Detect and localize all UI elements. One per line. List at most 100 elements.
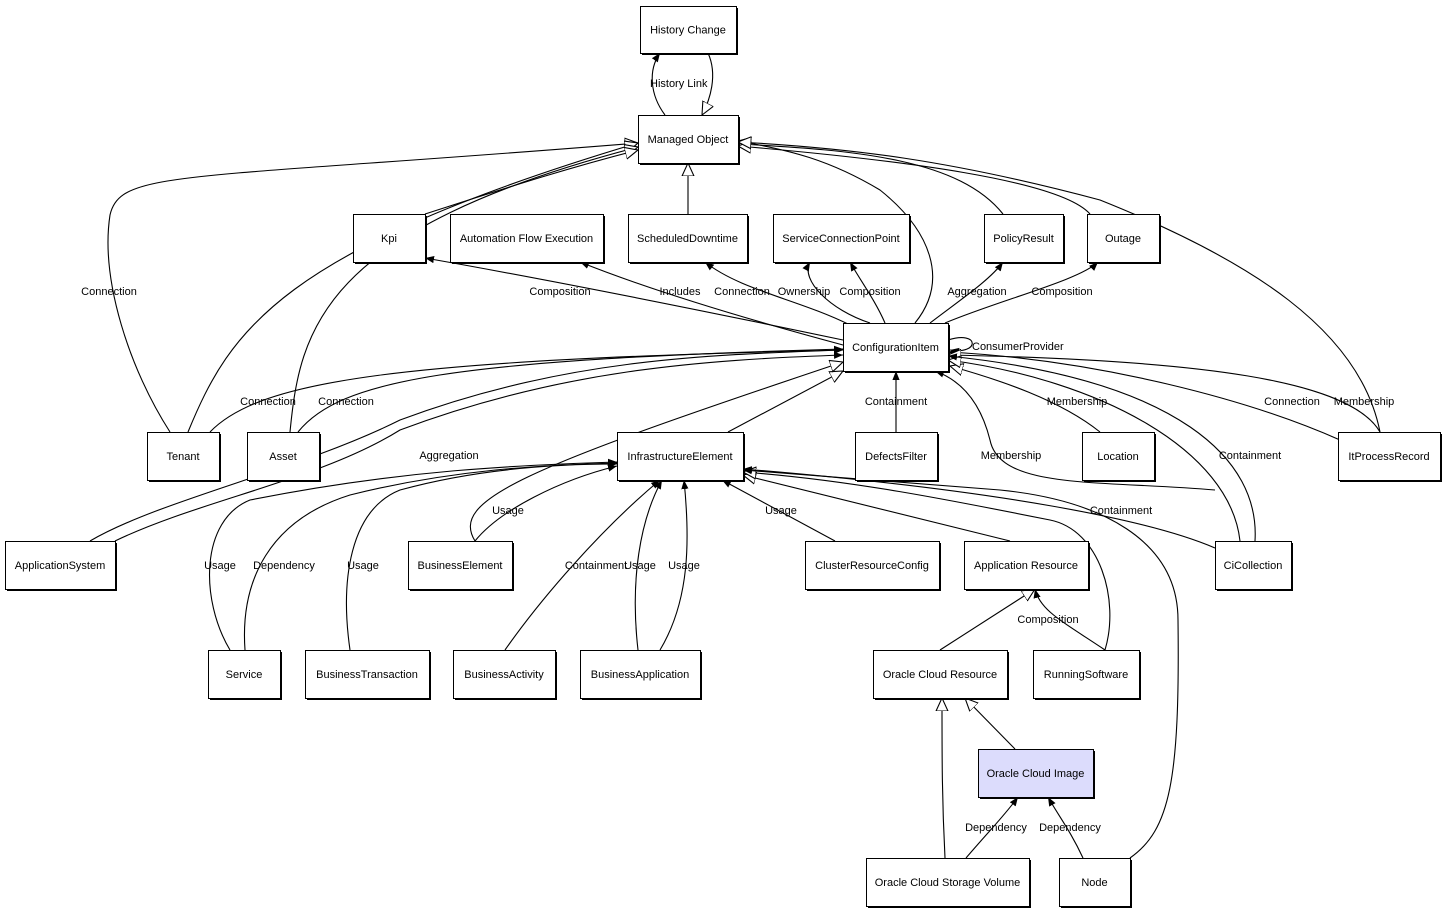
edge-association — [474, 464, 618, 542]
hollow-arrow-icon — [727, 371, 843, 433]
edge-association — [802, 261, 871, 324]
node-label: DefectsFilter — [865, 451, 927, 463]
node-label: Asset — [269, 451, 297, 463]
node-scheduled-downtime[interactable]: ScheduledDowntime — [628, 214, 750, 265]
edge-inheritance — [727, 371, 843, 433]
filled-arrow-icon — [944, 261, 1099, 324]
node-label: Oracle Cloud Storage Volume — [875, 877, 1021, 889]
node-box[interactable] — [978, 749, 1094, 798]
node-history-change[interactable]: History Change — [640, 6, 739, 56]
filled-arrow-icon — [504, 479, 661, 651]
node-box[interactable] — [1215, 541, 1292, 590]
node-business-transaction[interactable]: BusinessTransaction — [305, 650, 432, 701]
node-oracle-cloud-image[interactable]: Oracle Cloud Image — [978, 749, 1096, 800]
edge-label: Connection — [318, 396, 374, 408]
edge-label: Connection — [240, 396, 296, 408]
edge-label: Usage — [765, 505, 797, 517]
node-box[interactable] — [628, 214, 748, 263]
filled-arrow-icon — [1033, 588, 1106, 651]
edge-association — [424, 256, 844, 341]
node-kpi[interactable]: Kpi — [353, 214, 428, 265]
node-box[interactable] — [640, 6, 737, 54]
node-box[interactable] — [5, 541, 116, 590]
node-box[interactable] — [773, 214, 910, 263]
node-managed-object[interactable]: Managed Object — [638, 115, 741, 166]
node-service-connection-point[interactable]: ServiceConnectionPoint — [773, 214, 912, 265]
node-oracle-cloud-resource[interactable]: Oracle Cloud Resource — [873, 650, 1010, 701]
edge-association — [579, 261, 844, 346]
node-automation-flow-execution[interactable]: Automation Flow Execution — [450, 214, 606, 265]
edge-inheritance — [950, 366, 1101, 433]
hollow-arrow-icon — [743, 475, 1011, 542]
node-it-process-record[interactable]: ItProcessRecord — [1338, 432, 1443, 483]
node-service[interactable]: Service — [208, 650, 283, 701]
edge-association — [721, 479, 836, 542]
node-box[interactable] — [617, 432, 744, 481]
node-box[interactable] — [453, 650, 556, 699]
node-box[interactable] — [580, 650, 701, 699]
node-node[interactable]: Node — [1059, 858, 1133, 909]
node-location[interactable]: Location — [1082, 432, 1157, 483]
hollow-arrow-icon — [948, 360, 1241, 542]
edge-label: Connection — [1264, 396, 1320, 408]
node-application-resource[interactable]: Application Resource — [964, 541, 1091, 592]
edge-label: Containment — [1090, 505, 1152, 517]
node-business-element[interactable]: BusinessElement — [408, 541, 515, 592]
node-box[interactable] — [305, 650, 430, 699]
node-box[interactable] — [964, 541, 1089, 590]
node-label: ScheduledDowntime — [637, 233, 738, 245]
node-label: ApplicationSystem — [15, 560, 106, 572]
node-box[interactable] — [1087, 214, 1160, 263]
node-box[interactable] — [1082, 432, 1155, 481]
edge-association — [934, 370, 1216, 491]
node-infrastructure-element[interactable]: InfrastructureElement — [617, 432, 746, 483]
edge-label: Connection — [714, 286, 770, 298]
edge-inheritance — [942, 698, 945, 859]
node-label: BusinessTransaction — [316, 669, 418, 681]
node-box[interactable] — [805, 541, 940, 590]
node-box[interactable] — [984, 214, 1064, 263]
edge-association — [114, 351, 844, 542]
filled-arrow-icon — [934, 370, 1216, 491]
node-asset[interactable]: Asset — [247, 432, 322, 483]
node-application-system[interactable]: ApplicationSystem — [5, 541, 118, 592]
hollow-arrow-icon — [738, 146, 1091, 215]
edge-inheritance — [107, 143, 638, 433]
node-box[interactable] — [843, 323, 949, 372]
node-box[interactable] — [866, 858, 1030, 907]
node-box[interactable] — [873, 650, 1008, 699]
node-running-software[interactable]: RunningSoftware — [1033, 650, 1142, 701]
node-box[interactable] — [450, 214, 604, 263]
node-box[interactable] — [247, 432, 320, 481]
edge-label: Composition — [1031, 286, 1092, 298]
node-tenant[interactable]: Tenant — [147, 432, 222, 483]
node-outage[interactable]: Outage — [1087, 214, 1162, 265]
node-ci-collection[interactable]: CiCollection — [1215, 541, 1294, 592]
edge-association — [947, 353, 1256, 542]
node-label: BusinessActivity — [464, 669, 544, 681]
node-box[interactable] — [353, 214, 426, 263]
node-box[interactable] — [147, 432, 220, 481]
node-business-application[interactable]: BusinessApplication — [580, 650, 703, 701]
node-box[interactable] — [408, 541, 513, 590]
node-label: ClusterResourceConfig — [815, 560, 929, 572]
node-box[interactable] — [1338, 432, 1441, 481]
node-policy-result[interactable]: PolicyResult — [984, 214, 1066, 265]
node-defects-filter[interactable]: DefectsFilter — [855, 432, 940, 483]
hollow-arrow-icon — [187, 143, 638, 433]
node-cluster-resource-config[interactable]: ClusterResourceConfig — [805, 541, 942, 592]
node-box[interactable] — [1033, 650, 1140, 699]
node-configuration-item[interactable]: ConfigurationItem — [843, 323, 951, 374]
node-business-activity[interactable]: BusinessActivity — [453, 650, 558, 701]
node-box[interactable] — [208, 650, 281, 699]
node-label: BusinessApplication — [591, 669, 689, 681]
node-box[interactable] — [1059, 858, 1131, 907]
node-box[interactable] — [855, 432, 938, 481]
node-box[interactable] — [638, 115, 739, 164]
filled-arrow-icon — [704, 261, 851, 326]
node-oracle-cloud-storage-volume[interactable]: Oracle Cloud Storage Volume — [866, 858, 1032, 909]
hollow-arrow-icon — [950, 366, 1101, 433]
edge-label: Usage — [668, 560, 700, 572]
